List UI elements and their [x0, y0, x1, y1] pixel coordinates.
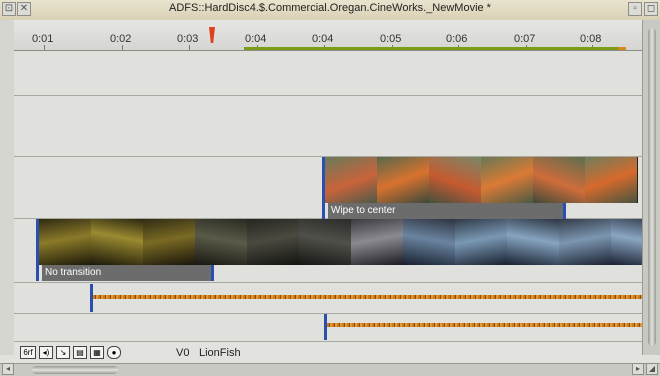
tick-mark: [189, 45, 190, 50]
audio-clip[interactable]: [324, 323, 645, 327]
clip-frame: [91, 219, 144, 265]
selection-range-bar[interactable]: [244, 47, 618, 50]
clip-end-marker[interactable]: [211, 265, 214, 281]
track-divider: [14, 313, 642, 314]
audio-start-marker[interactable]: [324, 314, 327, 340]
audio-clip[interactable]: [90, 295, 645, 299]
clip-frame: [559, 219, 612, 265]
timeline-ruler[interactable]: 0:01 0:02 0:03 0:04 0:04 0:05 0:06 0:07 …: [14, 20, 642, 51]
clip-frame: [455, 219, 508, 265]
clip-frame: [377, 157, 430, 203]
scroll-arrow-icon[interactable]: ▸: [632, 363, 644, 375]
save-icon[interactable]: ▤: [73, 346, 87, 359]
clip-frame: [481, 157, 534, 203]
clip-frame: [195, 219, 248, 265]
track-divider: [14, 282, 642, 283]
clip-frame: [585, 157, 638, 203]
tick-mark: [122, 45, 123, 50]
video-clip-upper[interactable]: Wipe to center: [322, 157, 645, 219]
ruler-tick: 0:02: [110, 33, 132, 45]
clip-frame: [403, 219, 456, 265]
ruler-tick: 0:05: [380, 33, 402, 45]
clip-frame: [299, 219, 352, 265]
iconise-icon[interactable]: ▫: [628, 2, 642, 16]
vertical-scroll-thumb[interactable]: [648, 28, 656, 346]
clip-frame: [39, 219, 92, 265]
left-edge: [0, 20, 15, 355]
adjust-size-icon[interactable]: ◢: [646, 363, 658, 375]
clip-frame: [325, 157, 378, 203]
zoom-icon[interactable]: 6rf: [20, 346, 36, 359]
clip-frame: [351, 219, 404, 265]
ruler-tick: 0:06: [446, 33, 468, 45]
selection-end-marker[interactable]: [618, 47, 626, 50]
scroll-arrow-icon[interactable]: ◂: [2, 363, 14, 375]
tick-mark: [44, 45, 45, 50]
video-clip-lower[interactable]: No transition: [36, 219, 645, 281]
clip-frame: [533, 157, 586, 203]
select-icon[interactable]: ↘: [56, 346, 70, 359]
ruler-tick: 0:01: [32, 33, 54, 45]
clip-frame: [429, 157, 482, 203]
playhead-marker[interactable]: [209, 27, 215, 43]
track-divider: [14, 156, 642, 157]
transition-label[interactable]: Wipe to center: [328, 203, 564, 219]
track-divider: [14, 95, 642, 96]
window-title: ADFS::HardDisc4.$.Commercial.Oregan.Cine…: [169, 2, 491, 14]
audio-track-icon[interactable]: ◂): [39, 346, 53, 359]
transition-label[interactable]: No transition: [42, 265, 214, 281]
render-icon[interactable]: ●: [107, 346, 121, 359]
track-toolbar: 6rf ◂) ↘ ▤ ▦ ● V0 LionFish: [14, 341, 642, 364]
vertical-scrollbar[interactable]: [642, 20, 660, 355]
close-icon[interactable]: ✕: [17, 2, 31, 16]
audio-start-marker[interactable]: [90, 284, 93, 312]
ruler-tick: 0:04: [312, 33, 334, 45]
ruler-tick: 0:07: [514, 33, 536, 45]
title-bar[interactable]: ⊡ ✕ ADFS::HardDisc4.$.Commercial.Oregan.…: [0, 0, 660, 21]
clip-end-marker[interactable]: [563, 203, 566, 219]
clip-frame: [611, 219, 645, 265]
clip-frame: [247, 219, 300, 265]
ruler-tick: 0:08: [580, 33, 602, 45]
clip-frame: [507, 219, 560, 265]
track-name-label: LionFish: [199, 347, 241, 359]
horizontal-scroll-thumb[interactable]: [32, 366, 118, 374]
timeline-tracks[interactable]: Wipe to center No transition: [14, 51, 645, 341]
maximise-icon[interactable]: ◻: [644, 2, 658, 16]
ruler-tick: 0:04: [245, 33, 267, 45]
back-icon[interactable]: ⊡: [2, 2, 16, 16]
track-id-label: V0: [176, 347, 190, 359]
horizontal-scrollbar[interactable]: ◂ ▸ ◢: [0, 363, 660, 376]
palette-icon[interactable]: ▦: [90, 346, 104, 359]
ruler-tick: 0:03: [177, 33, 199, 45]
clip-frame: [143, 219, 196, 265]
